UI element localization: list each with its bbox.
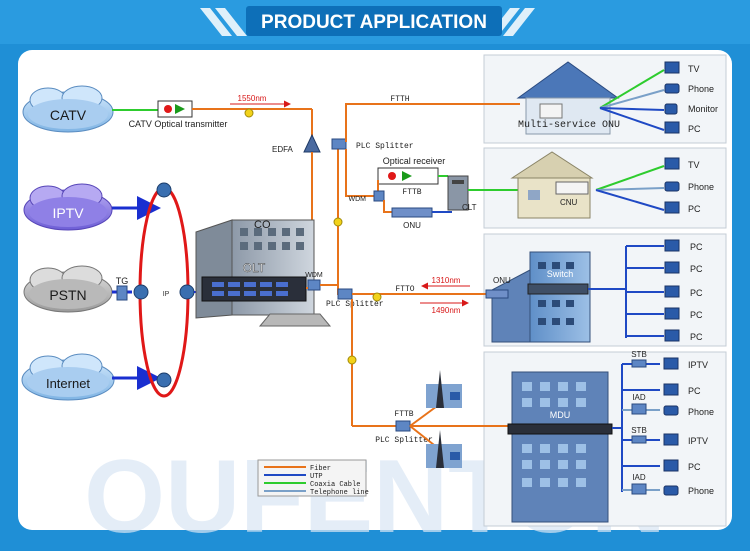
mdu-splitter-label: PLC Splitter [375,436,433,445]
ftth-onu-label: Multi-service ONU [518,119,620,131]
mdu-label: MDU [550,410,571,420]
legend-utp: UTP [310,473,323,481]
switch-label: Switch [547,269,574,279]
ftto-up: 1310nm [432,276,461,285]
ftth-house: Multi-service ONU [516,61,620,135]
legend-phone: Telephone line [310,489,369,497]
legend-fiber: Fiber [310,465,331,473]
clt-label: CLT [462,203,477,212]
header-title: PRODUCT APPLICATION [261,12,487,33]
co-label: CO [254,219,271,231]
ftth-end-2: Monitor [688,104,718,114]
router-icons [133,182,195,388]
legend: Fiber UTP Coaxia Cable Telephone line [257,459,369,497]
ftth-splitter: PLC Splitter [331,138,414,151]
mdu-bottom-end-1: PC [688,462,701,472]
stb-top-label: STB [631,350,647,359]
ftto-end-2: PC [690,288,703,298]
pstn-cloud: PSTN [23,265,113,313]
mdu-bottom-end-0: IPTV [688,436,708,446]
tower-top [426,370,462,408]
cable-end-lines [595,165,665,211]
connector-4 [347,355,357,365]
ftth-end-0: TV [688,64,700,74]
ftth-splitter-label: PLC Splitter [356,142,414,151]
ip-label: IP [163,291,170,298]
cnu-label: CNU [560,198,578,207]
ftto-onu-label: ONU [493,276,511,285]
optical-receiver-label: Optical receiver [383,156,446,166]
olt-label: OLT [243,261,266,275]
cable-end-icons [664,157,680,214]
edfa-label: EDFA [272,145,294,154]
ftth-end-1: Phone [688,84,714,94]
ftth-end-3: PC [688,124,701,134]
header-title-box [246,6,502,36]
fttb-cable-label: FTTB [402,188,421,197]
mdu-top-end-2: Phone [688,407,714,417]
connector-2 [333,217,343,227]
internet-cloud: Internet [21,353,115,401]
iptv-label: IPTV [52,205,84,221]
ftto-end-icons [664,239,680,342]
tg-device: TG [116,276,129,301]
tower-bottom [426,430,462,468]
pstn-label: PSTN [49,287,86,303]
ftto-end-4: PC [690,332,703,342]
cable-end-2: PC [688,204,701,214]
olt-device: OLT [201,261,307,302]
mdu-fttb-label: FTTB [394,410,413,419]
ftto-end-0: PC [690,242,703,252]
connector-1 [244,108,254,118]
ftto-label: FTTO [395,285,414,294]
legend-coax: Coaxia Cable [310,481,360,489]
catv-tx-label: CATV Optical transmitter [129,119,228,129]
ftth-end-lines [599,69,665,131]
wdm-fttb: WDM [349,190,385,203]
cable-house: CNU [510,151,594,219]
optical-receiver: Optical receiver [377,156,446,185]
ftto-end-1: PC [690,264,703,274]
mdu-top-end-1: PC [688,386,701,396]
wdm-main-label: WDM [305,272,323,279]
catv-label: CATV [50,107,87,123]
connector-3 [372,292,382,302]
internet-label: Internet [46,376,90,391]
ftto-down: 1490nm [432,306,461,315]
ftto-utp-bus [588,245,664,338]
cable-end-1: Phone [688,182,714,192]
header-stripes-left [200,8,247,36]
tg-label: TG [116,276,129,286]
mdu-top-end-0: IPTV [688,360,708,370]
fiber-ftth [345,103,520,142]
mdu-end-icons [663,357,679,496]
wdm-to-onu [383,200,392,213]
clt-device: CLT [447,175,477,212]
catv-cloud: CATV [22,85,114,133]
mdu-stb-iad: STB IAD STB IAD [631,350,647,495]
stb-bottom-label: STB [631,426,647,435]
ftth-label: FTTH [390,95,409,104]
fttb-onu-label: ONU [403,221,421,230]
fiber-fttb-cable [345,149,374,197]
wdm-fttb-label: WDM [349,196,367,203]
ftto-splitter-label: PLC Splitter [326,300,384,309]
catv-transmitter [157,100,193,118]
mdu-bottom-end-2: Phone [688,486,714,496]
ftth-end-icons [664,61,680,134]
iptv-cloud: IPTV [23,183,113,231]
mdu-building: MDU [507,371,613,523]
iad-bottom-label: IAD [632,473,646,482]
cable-end-0: TV [688,160,700,170]
ftto-end-3: PC [690,310,703,320]
iad-top-label: IAD [632,393,646,402]
wavelength-1550: 1550nm [238,94,267,103]
office-building: ONU Switch [485,251,591,343]
